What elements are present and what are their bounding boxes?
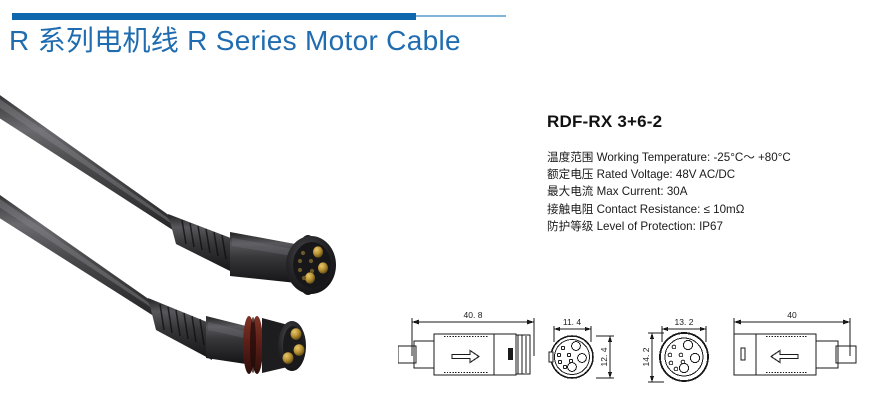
spec-max-current: 最大电流 Max Current: 30A — [547, 185, 688, 199]
female-front-face — [286, 236, 336, 294]
page-header: R 系列电机线 R Series Motor Cable — [0, 0, 886, 70]
spec-working-temperature: 温度范围 Working Temperature: -25°C～ +80°C — [547, 151, 791, 164]
female-cable-assembly — [0, 95, 336, 295]
drawing-female-side-view: 40. 8 — [398, 310, 535, 376]
drawing-female-front-view: 11. 4 12. 4 — [548, 317, 614, 379]
drawing-male-front-view: 13. 2 14. 2 — [641, 317, 709, 383]
product-model: RDF-RX 3+6-2 — [547, 112, 663, 131]
dim-female-height: 12. 4 — [599, 347, 609, 366]
dim-female-width: 11. 4 — [563, 317, 582, 327]
direction-arrow-left — [770, 349, 799, 364]
male-cable-assembly — [0, 195, 306, 374]
spec-contact-resistance: 接触电阻 Contact Resistance: ≤ 10mΩ — [547, 202, 745, 216]
spec-panel: RDF-RX 3+6-2 温度范围 Working Temperature: -… — [547, 112, 886, 235]
header-rule-thick — [12, 13, 416, 20]
dim-male-length: 40 — [787, 310, 797, 320]
drawing-male-side-view: 40 — [733, 310, 857, 376]
product-photo — [0, 68, 400, 413]
dim-male-width: 13. 2 — [675, 317, 694, 327]
direction-arrow-right — [451, 349, 480, 364]
dim-female-length: 40. 8 — [464, 310, 483, 320]
dim-male-height: 14. 2 — [641, 347, 651, 366]
spec-level-of-protection: 防护等级 Level of Protection: IP67 — [547, 219, 723, 233]
technical-drawings: .dimtxt{font-family:"Liberation Sans",sa… — [398, 300, 886, 413]
page-title: R 系列电机线 R Series Motor Cable — [9, 25, 461, 56]
spec-rated-voltage: 额定电压 Rated Voltage: 48V AC/DC — [547, 168, 736, 182]
